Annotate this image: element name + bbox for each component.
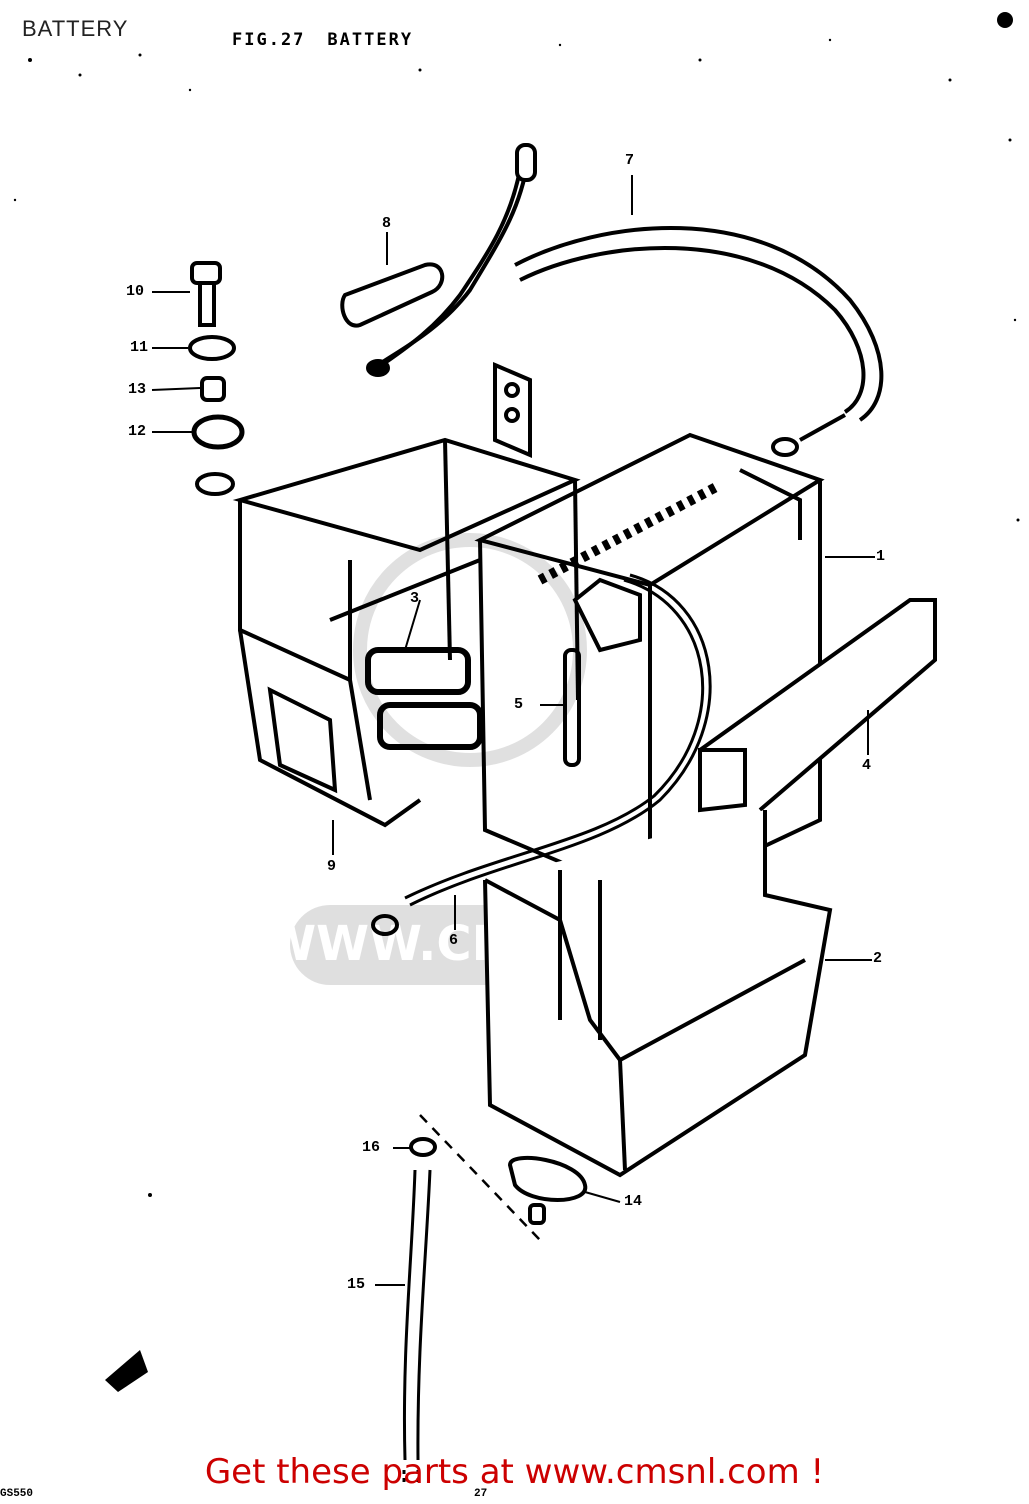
scan-noise (13, 12, 1020, 1197)
front-direction-arrow-icon (105, 1350, 148, 1392)
callout-11-washer: 11 (130, 339, 149, 356)
callout-13: 13 (128, 381, 147, 398)
callout-6: 6 (449, 932, 459, 949)
callout-9: 9 (327, 858, 337, 875)
callout-1: 1 (876, 548, 886, 565)
part-16-clamp (409, 1137, 437, 1157)
part-13-spacer (200, 376, 226, 402)
figure-title: FIG.27 BATTERY (232, 30, 435, 50)
callout-12: 12 (128, 423, 147, 440)
callout-2: 2 (873, 950, 883, 967)
footer-link[interactable]: Get these parts at www.cmsnl.com ! (204, 1452, 825, 1492)
part-6-lead-wire (371, 573, 712, 936)
callout-4: 4 (862, 757, 872, 774)
part-9-battery-holder (195, 361, 581, 828)
page-number: 27 (474, 1488, 488, 1500)
part-8-terminal-cover (340, 262, 445, 328)
callout-10: 10 (126, 283, 145, 300)
callout-16: 16 (362, 1139, 381, 1156)
figure-number: FIG.27 (232, 30, 306, 50)
callout-8: 8 (382, 215, 392, 232)
part-2-battery-case (483, 810, 833, 1178)
part-15-breather-hose (402, 1169, 432, 1485)
part-12-cushion (191, 414, 245, 450)
part-14-grommet (507, 1156, 588, 1225)
model-code: GS550 (0, 1488, 34, 1500)
part-1-battery (474, 432, 825, 904)
part-4-holder-band (698, 598, 937, 813)
callout-15: 15 (347, 1276, 366, 1293)
callout-7: 7 (625, 152, 635, 169)
callout-14: 14 (624, 1193, 643, 1210)
hose-routing-guide (419, 1114, 541, 1241)
figure-title-text: BATTERY (327, 30, 414, 50)
part-11-washer (188, 335, 236, 361)
callout-3: 3 (410, 590, 420, 607)
page-label: BATTERY (22, 16, 129, 41)
part-7-battery-cable (366, 143, 884, 457)
callout-leaders (151, 175, 875, 1286)
part-10-bolt (190, 261, 222, 327)
callout-5: 5 (514, 696, 524, 713)
